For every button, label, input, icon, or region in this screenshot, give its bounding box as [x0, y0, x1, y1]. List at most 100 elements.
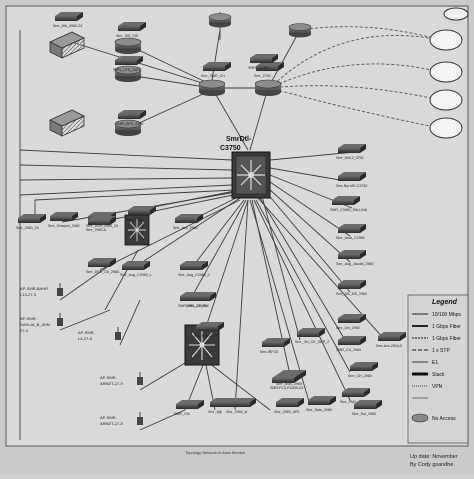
switch-label: SMR_C3550_PALLINA: [330, 208, 368, 212]
access-switch: SMR_C3550_PALLINA: [330, 196, 368, 212]
firewall-top: [49, 31, 85, 59]
switch-label: Smr_DSR_2960_24: [86, 224, 118, 228]
ap-label: AP-SMR-BAHR: [20, 286, 48, 291]
access-switch: SMR-C3750: [248, 54, 278, 70]
switch-label: SMR_Cth: [174, 412, 190, 416]
access-switch: Smr_Ort_CE_GEP_2: [295, 328, 329, 344]
legend-box: Legend 10/100 Mbps 1 Gbps Fiber 1 Gbps F…: [407, 294, 469, 444]
access-switch: Smr_3750: [126, 206, 156, 222]
switch-label: SMR_CFK_2901: [113, 68, 140, 72]
router-1: [114, 37, 142, 54]
access-switch: Smr_SMR_CH: [201, 62, 231, 78]
footer-author: By Cody gsandhe: [410, 462, 453, 468]
switch-label: Smr-IRFCE: [260, 350, 279, 354]
switch-label: Smr-SMR-3750: [194, 334, 219, 338]
switch-label: Smr_2960-A: [86, 228, 107, 232]
access-switch: Smr_2960_24: [16, 214, 46, 230]
switch-label: Smr_Aug_C2960_L: [120, 273, 152, 277]
access-point: AP-SMR-L4-27-8: [78, 327, 121, 341]
access-switch: Smr_PM2_2960-24: [340, 388, 371, 404]
ap-label: AP-SMR-: [100, 415, 118, 420]
access-switch: Smr_Sut_2960: [352, 400, 382, 416]
switch-label: Smr_Ajb: [208, 410, 222, 414]
access-switch: Smr-IRFCE: [260, 338, 290, 354]
router-top-center: [208, 13, 232, 28]
access-point: AP-SMR-ARNET-27-8: [100, 412, 143, 426]
switch-label: Smr_Sut_2960: [352, 412, 376, 416]
access-switch: Smr_2960_sl: [226, 398, 256, 414]
switch-label: Smr_Acs_2960: [173, 226, 198, 230]
core-switch-name-2: C3750: [220, 145, 241, 152]
switch-label: Smr_Ort_CE_GEP_2: [295, 340, 329, 344]
switch-label: Smr_Aug_Jacobi_2960: [336, 262, 373, 266]
router-3: [114, 119, 142, 136]
wan-cloud-3: [429, 89, 463, 111]
switch-label: SMR-C3750: [248, 66, 268, 70]
core-switch-name-1: SmrDtl-: [226, 136, 252, 143]
access-switch: Smr_2960-A: [86, 216, 116, 232]
switch-label: Smr_DB_MS_2960: [336, 292, 367, 296]
wan-cloud-2: [429, 61, 463, 83]
switch-label: Smr_2960_24: [16, 226, 39, 230]
switch-label: Smr_Amb_C2960: [336, 236, 365, 240]
router-core-right: [254, 79, 282, 96]
access-switch: Smr-Bip-MS-C3750: [336, 172, 367, 188]
legend-item: Stack: [432, 372, 445, 378]
switch-label: SMR-PLS-R2400-24: [270, 386, 303, 390]
switch-label: Smr_Ortoped_2960: [48, 224, 80, 228]
access-switch: SMR_CFK_2901: [113, 56, 143, 72]
wan-cloud-1: [429, 29, 463, 51]
switch-label: SMR_CE_SW: [186, 304, 209, 308]
switch-label: Smr_CH_2960: [348, 374, 372, 378]
ap-label: DAHLIA_B_AVM: [20, 322, 50, 327]
ap-label: AP-SMR-: [100, 375, 118, 380]
access-switch: Smr_Aug_Jacobi_2960: [336, 250, 373, 266]
access-switch: Smr_ANI-2_CRD: [336, 144, 366, 160]
switch-label: Smr_PM2_2960-24: [340, 400, 371, 404]
access-switch: Smr_Sala_2960: [306, 396, 336, 412]
wan-cloud-4: [429, 117, 463, 139]
access-switch: Smr_CH_2960: [348, 362, 378, 378]
access-switch: Smr_DB_MS_2960: [336, 280, 367, 296]
switch-label: Smr_DSS_CE_2960: [86, 270, 119, 274]
access-switch: Smr_Aug_C2960_L: [120, 261, 152, 277]
legend-item: VPN: [432, 384, 443, 390]
ap-label: AP-SMR-: [20, 316, 38, 321]
switch-label: Smr_2960_AP2: [274, 410, 299, 414]
access-switch: Smr_Wb_2960-24: [53, 12, 83, 28]
switch-label: Smr_3750: [126, 218, 143, 222]
core-switch-c3750: [231, 151, 271, 199]
switch-label: Smr_Wb_2960-24: [53, 24, 82, 28]
dist-switch-bottom: [184, 324, 220, 366]
access-points: AP-SMR-BAHRL13-27-3AP-SMR-DAHLIA_B_AVM27…: [20, 283, 143, 426]
switch-label: Smr_Ort_2960: [336, 326, 360, 330]
wan-links: [269, 26, 441, 129]
access-switch: SMR_Cth: [174, 400, 204, 416]
access-switch: Smr-SMR-3750: [194, 322, 224, 338]
access-point: AP-SMR-ARNET-27-9: [100, 372, 143, 386]
footer-center: Topology Network in Area Service: [185, 450, 246, 455]
switch-label: Smr_ANI-2_CRD: [336, 156, 364, 160]
switch-label: SMR_SAL_C2960: [178, 304, 207, 308]
ap-label: 27-4: [20, 328, 29, 333]
switch-label: Smr_SMR_CH: [201, 74, 225, 78]
ap-label: AP-SMR-: [78, 330, 96, 335]
legend-title: Legend: [432, 299, 458, 306]
firewall-middle: [49, 109, 85, 137]
router-2: [114, 65, 142, 82]
switch-label: Smr_Aug_C2960_2: [178, 273, 210, 277]
router-wan: [288, 23, 312, 38]
access-switches: Smr_Wb_2960-24Smr_ISS_SISSMR_CFK_2901SMR…: [16, 12, 406, 416]
access-switch: Smr_Ort_2960: [336, 314, 366, 330]
switch-label: Smr_ASN_2960: [276, 382, 302, 386]
dist-switch-left: [124, 214, 150, 246]
switch-label: Smr-Acs-2904-5: [376, 344, 402, 348]
ap-label: L4-27-8: [78, 336, 93, 341]
switch-label: Smr_2960_sl: [226, 410, 247, 414]
access-switch: Smr-Acs-2904-5: [376, 332, 406, 348]
ap-label: ARNET-27-9: [100, 381, 123, 386]
